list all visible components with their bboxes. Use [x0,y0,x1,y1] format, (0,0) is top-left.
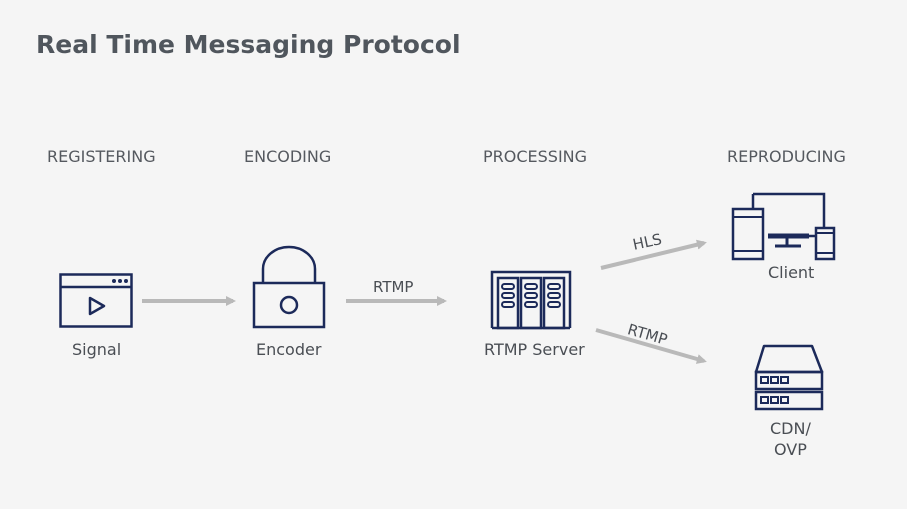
node-label-client: Client [768,263,815,282]
storage-server-icon [754,344,824,411]
stage-encoding: ENCODING [244,147,332,166]
node-label-cdn-ovp: CDN/ OVP [770,418,811,460]
cdn-line-2: OVP [773,440,807,459]
node-label-rtmp-server: RTMP Server [484,340,585,359]
label-rtmp-encoder-server: RTMP [373,278,414,296]
server-rack-icon [490,270,572,330]
multi-device-icon [731,192,836,261]
arrow-server-client [600,239,707,270]
lock-icon [252,245,326,329]
diagram-title: Real Time Messaging Protocol [36,30,461,59]
stage-reproducing: REPRODUCING [727,147,846,166]
arrow-server-cdn [595,328,707,364]
stage-registering: REGISTERING [47,147,156,166]
stage-processing: PROCESSING [483,147,588,166]
video-player-icon [59,273,133,328]
node-label-signal: Signal [72,340,122,359]
node-label-encoder: Encoder [256,340,322,359]
cdn-line-1: CDN/ [770,419,811,438]
